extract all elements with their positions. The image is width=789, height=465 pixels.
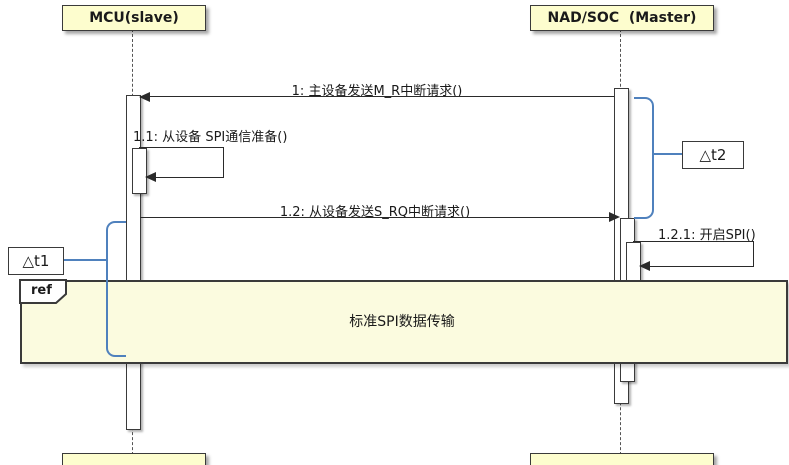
message-1-line: [140, 96, 614, 97]
participant-mcu-label: MCU(slave): [89, 10, 179, 26]
t2-annotation-box: △t2: [682, 141, 744, 169]
message-1-1-self-loop: [139, 147, 224, 178]
t2-interval-bracket: [634, 97, 654, 219]
message-1-2-1-label: 1.2.1: 开启SPI(): [658, 228, 756, 243]
t1-annotation-box: △t1: [8, 247, 64, 275]
t1-annotation-label: △t1: [22, 252, 50, 270]
participant-nad-bottom: [530, 453, 714, 465]
message-1-2-label: 1.2: 从设备发送S_RQ中断请求(): [279, 205, 471, 220]
mcu-nested-activation-bar: [132, 148, 147, 194]
message-1-1-arrowhead-icon: [145, 172, 156, 182]
message-1-2-1-return-line: [650, 266, 753, 267]
message-1-2-1-self-loop: [633, 241, 754, 267]
participant-nad-label: NAD/SOC (Master): [547, 10, 697, 26]
t1-interval-bracket: [106, 221, 126, 357]
t2-annotation-label: △t2: [699, 146, 727, 164]
message-1-arrowhead-icon: [139, 92, 150, 102]
t2-bracket-connector: [652, 153, 682, 155]
ref-fragment-box: [20, 280, 788, 364]
message-1-2-line: [140, 217, 610, 218]
message-1-2-1-arrowhead-icon: [639, 261, 650, 271]
message-1-1-label: 1.1: 从设备 SPI通信准备(): [133, 130, 288, 145]
ref-fragment-title: 标准SPI数据传输: [349, 314, 455, 330]
message-1-1-return-line: [156, 177, 223, 178]
ref-tag-label: ref: [31, 283, 52, 298]
message-1-label: 1: 主设备发送M_R中断请求(): [291, 84, 463, 99]
ref-tab-pentagon-icon: [19, 279, 67, 304]
t1-bracket-connector: [62, 259, 106, 261]
participant-mcu: MCU(slave): [62, 5, 206, 31]
participant-mcu-bottom: [62, 453, 206, 465]
participant-nad: NAD/SOC (Master): [530, 5, 714, 31]
message-1-2-arrowhead-icon: [609, 212, 620, 222]
mcu-activation-bar: [126, 95, 141, 430]
